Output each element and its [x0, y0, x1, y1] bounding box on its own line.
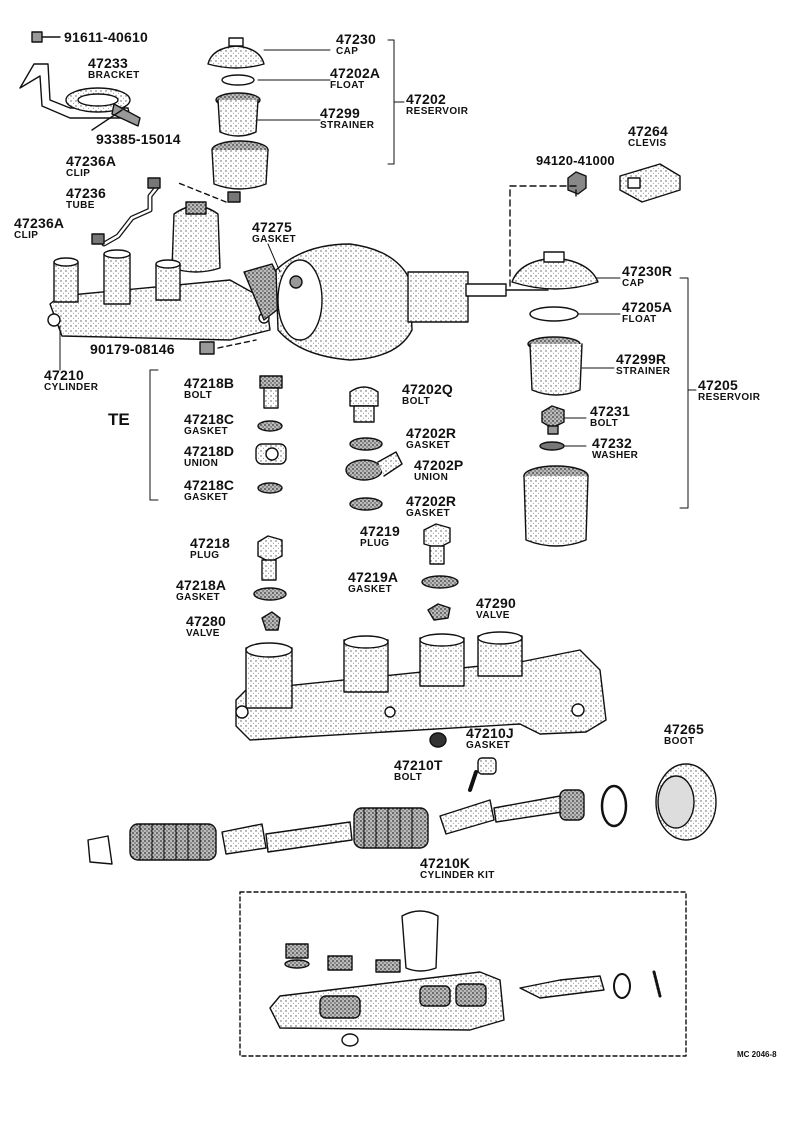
label-47230: 47230 CAP	[336, 31, 376, 57]
gasket-47202R-2-drawing	[349, 497, 383, 511]
label-47280: 47280 VALVE	[186, 613, 226, 639]
label-91611-40610: 91611-40610	[64, 29, 148, 45]
gasket-47210J-drawing	[429, 732, 447, 748]
label-47231: 47231 BOLT	[590, 403, 630, 429]
label-47218: 47218 PLUG	[190, 535, 230, 561]
strainer-47299-drawing	[215, 92, 261, 137]
figure-code: MC 2046-8	[737, 1050, 777, 1059]
plug-47219-drawing	[423, 523, 451, 565]
label-47290: 47290 VALVE	[476, 595, 516, 621]
label-47264: 47264 CLEVIS	[628, 123, 668, 149]
reservoir-on-cylinder-drawing	[171, 201, 221, 273]
strainer-47299R-drawing	[527, 336, 583, 396]
float-47205A-drawing	[529, 306, 579, 322]
label-47218A: 47218A GASKET	[176, 577, 227, 603]
label-47232: 47232 WASHER	[592, 435, 639, 461]
label-47218B: 47218B BOLT	[184, 375, 235, 401]
cylinder-kit-box	[239, 891, 687, 1057]
label-47210J: 47210J GASKET	[466, 725, 514, 751]
piston-row-drawing	[87, 784, 628, 865]
label-47236A-top: 47236A CLIP	[66, 153, 117, 179]
gasket-47219A-drawing	[421, 575, 459, 589]
label-47299R: 47299R STRAINER	[616, 351, 671, 377]
cap-47230R-drawing	[511, 251, 599, 290]
bolt-90179-drawing	[199, 341, 215, 355]
label-90179-08146: 90179-08146	[90, 341, 175, 357]
label-47210T: 47210T BOLT	[394, 757, 443, 783]
tube-47236-drawing	[91, 177, 161, 247]
reservoir-47202-drawing	[211, 140, 269, 203]
label-93385-15014: 93385-15014	[96, 131, 181, 147]
label-47202A: 47202A FLOAT	[330, 65, 381, 91]
label-47219A: 47219A GASKET	[348, 569, 399, 595]
label-47210K: 47210K CYLINDER KIT	[420, 855, 495, 881]
label-47236A-bottom: 47236A CLIP	[14, 215, 65, 241]
gasket-47202R-drawing	[349, 437, 383, 451]
boot-47265-drawing	[655, 763, 717, 841]
cylinder-47210-assembled-drawing	[47, 249, 271, 341]
bolt-47202Q-drawing	[349, 386, 379, 423]
cylinder-kit-drawing	[269, 910, 662, 1047]
label-47219: 47219 PLUG	[360, 523, 400, 549]
label-47299: 47299 STRAINER	[320, 105, 375, 131]
gasket-47218C-drawing	[257, 420, 283, 432]
float-47202A-drawing	[221, 74, 255, 86]
label-47202R-1: 47202R GASKET	[406, 425, 457, 451]
plug-47218-drawing	[257, 535, 283, 581]
cap-47230-drawing	[207, 37, 265, 69]
cylinder-body-drawing	[235, 631, 607, 741]
label-47202P: 47202P UNION	[414, 457, 464, 483]
label-94120-41000: 94120-41000	[536, 153, 615, 168]
label-47218C-2: 47218C GASKET	[184, 477, 235, 503]
label-47205A: 47205A FLOAT	[622, 299, 673, 325]
brake-booster-drawing	[275, 243, 549, 361]
leader-lines	[59, 39, 697, 509]
valve-47280-drawing	[261, 611, 281, 631]
label-47265: 47265 BOOT	[664, 721, 704, 747]
bolt-47210T-drawing	[468, 757, 497, 792]
bolt-47218B-drawing	[259, 375, 283, 409]
label-47202Q: 47202Q BOLT	[402, 381, 454, 407]
te-marker: TE	[108, 410, 130, 429]
clevis-47264-drawing	[619, 163, 681, 203]
union-47218D-drawing	[255, 443, 287, 465]
label-47218D: 47218D UNION	[184, 443, 235, 469]
label-47210: 47210 CYLINDER	[44, 367, 99, 393]
label-47202R-2: 47202R GASKET	[406, 493, 457, 519]
label-47275: 47275 GASKET	[252, 219, 297, 245]
union-47202P-drawing	[345, 451, 403, 481]
label-47230R: 47230R CAP	[622, 263, 673, 289]
valve-47290-drawing	[427, 603, 451, 621]
label-47202: 47202 RESERVOIR	[406, 91, 469, 117]
bolt-91611-drawing	[31, 31, 61, 43]
bolt-47231-drawing	[541, 405, 565, 435]
gasket-47218C-2-drawing	[257, 482, 283, 494]
label-47205: 47205 RESERVOIR	[698, 377, 761, 403]
label-47236: 47236 TUBE	[66, 185, 106, 211]
nut-94120-drawing	[567, 171, 587, 195]
label-47218C-1: 47218C GASKET	[184, 411, 235, 437]
label-47233: 47233 BRACKET	[88, 55, 140, 81]
washer-47232-drawing	[539, 441, 565, 451]
reservoir-47205-drawing	[523, 465, 589, 547]
gasket-47218A-drawing	[253, 587, 287, 601]
bracket-47233-drawing	[19, 63, 141, 131]
